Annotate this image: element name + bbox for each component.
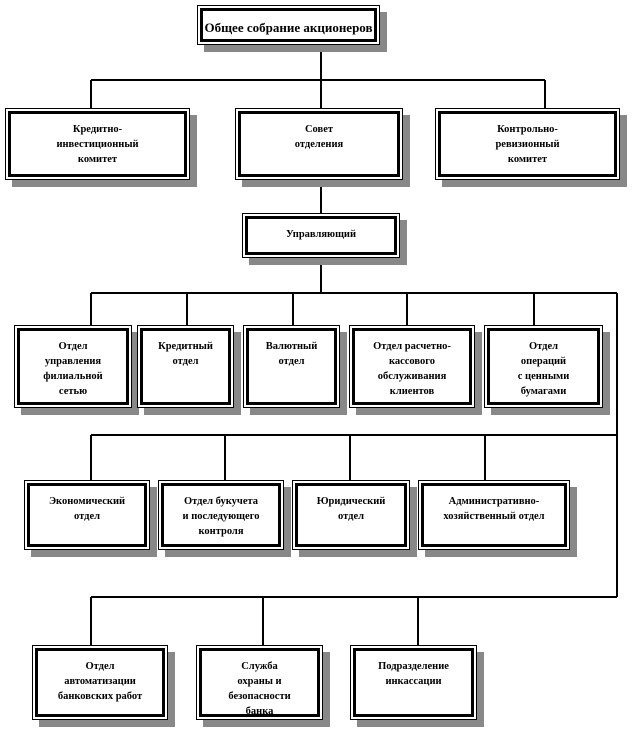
box-branch-council: Совет отделения [235, 108, 403, 180]
box-security-service: Служба охраны и безопасности банка [196, 645, 323, 720]
connector-row3 [90, 434, 617, 480]
box-audit-committee: Контрольно- ревизионный комитет [435, 108, 620, 180]
box-shareholders-meeting: Общее собрание акционеров [197, 5, 380, 45]
box-cash-collection: Подразделение инкассации [350, 645, 477, 720]
box-cash-settlement-dept: Отдел расчетно- кассового обслуживания к… [349, 325, 475, 408]
connector-row4 [90, 596, 617, 645]
box-accounting-dept: Отдел букучета и последующего контроля [158, 480, 284, 550]
box-credit-investment-committee: Кредитно- инвестиционный комитет [5, 108, 190, 180]
box-currency-dept: Валютный отдел [243, 325, 340, 408]
box-automation-dept: Отдел автоматизации банковских работ [32, 645, 168, 720]
connector-row2 [90, 292, 618, 597]
box-securities-dept: Отдел операций с ценными бумагами [484, 325, 603, 408]
box-admin-dept: Административно- хозяйственный отдел [418, 480, 570, 550]
box-legal-dept: Юридический отдел [292, 480, 410, 550]
connector-top [90, 45, 546, 108]
box-manager: Управляющий [242, 213, 400, 258]
box-economic-dept: Экономический отдел [24, 480, 150, 550]
box-credit-dept: Кредитный отдел [137, 325, 234, 408]
box-branch-network-dept: Отдел управления филиальной сетью [14, 325, 132, 408]
